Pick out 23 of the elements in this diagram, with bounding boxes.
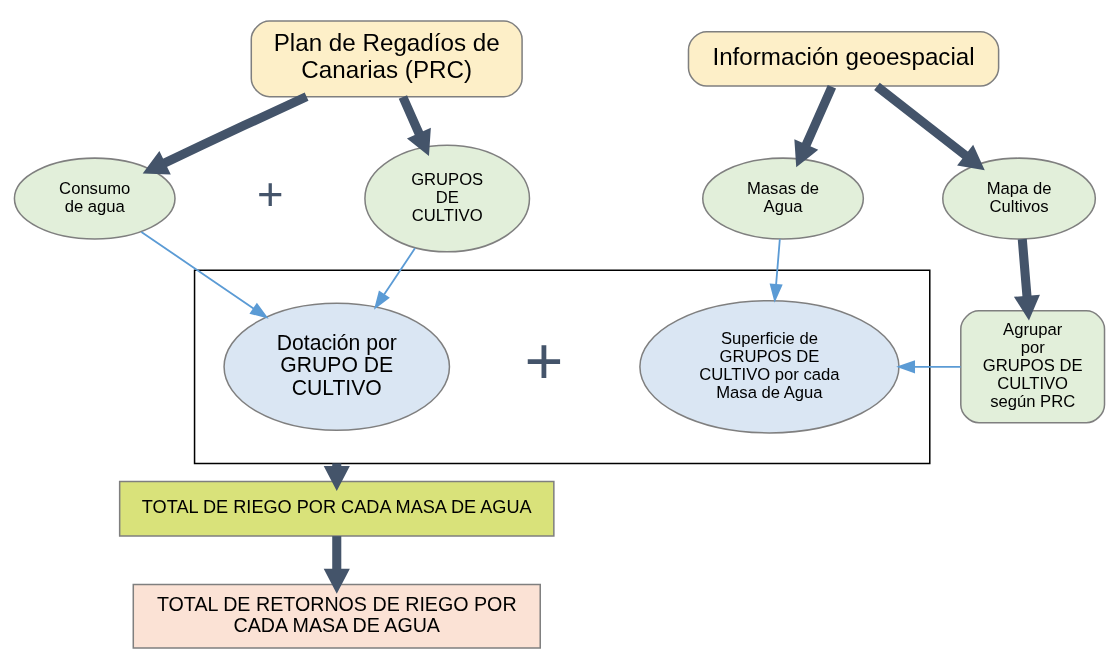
arrow [142,92,309,175]
label: + [256,168,284,220]
label: + [524,323,564,398]
node-box: TOTAL DE RIEGO POR CADA MASA DE AGUA [118,480,555,537]
node-ellipse: Consumo de agua [13,157,176,240]
arrow [323,536,350,594]
node-box: Plan de Regadíos de Canarias (PRC) [250,20,523,98]
node-box: Información geoespacial [687,30,1000,87]
cluster [193,269,931,465]
arrow [769,238,783,303]
arrow [874,82,985,171]
node-ellipse: Masas de Agua [702,157,865,240]
node-ellipse: Superficie de GRUPOS DE CULTIVO por cada Masa de Agua [639,299,900,434]
arrow [896,360,962,374]
node-ellipse: Mapa de Cultivos [942,157,1097,240]
node-box: TOTAL DE RETORNOS DE RIEGO POR CADA MASA DE AGUA [132,583,541,649]
arrow [373,247,416,310]
arrow [398,95,431,156]
arrow [794,84,837,168]
node-box: Agrupar por GRUPOS DE CULTIVO según PRC [960,310,1106,424]
node-ellipse: GRUPOS DE CULTIVO [364,144,531,253]
arrow [1013,238,1040,321]
arrow [140,231,269,319]
